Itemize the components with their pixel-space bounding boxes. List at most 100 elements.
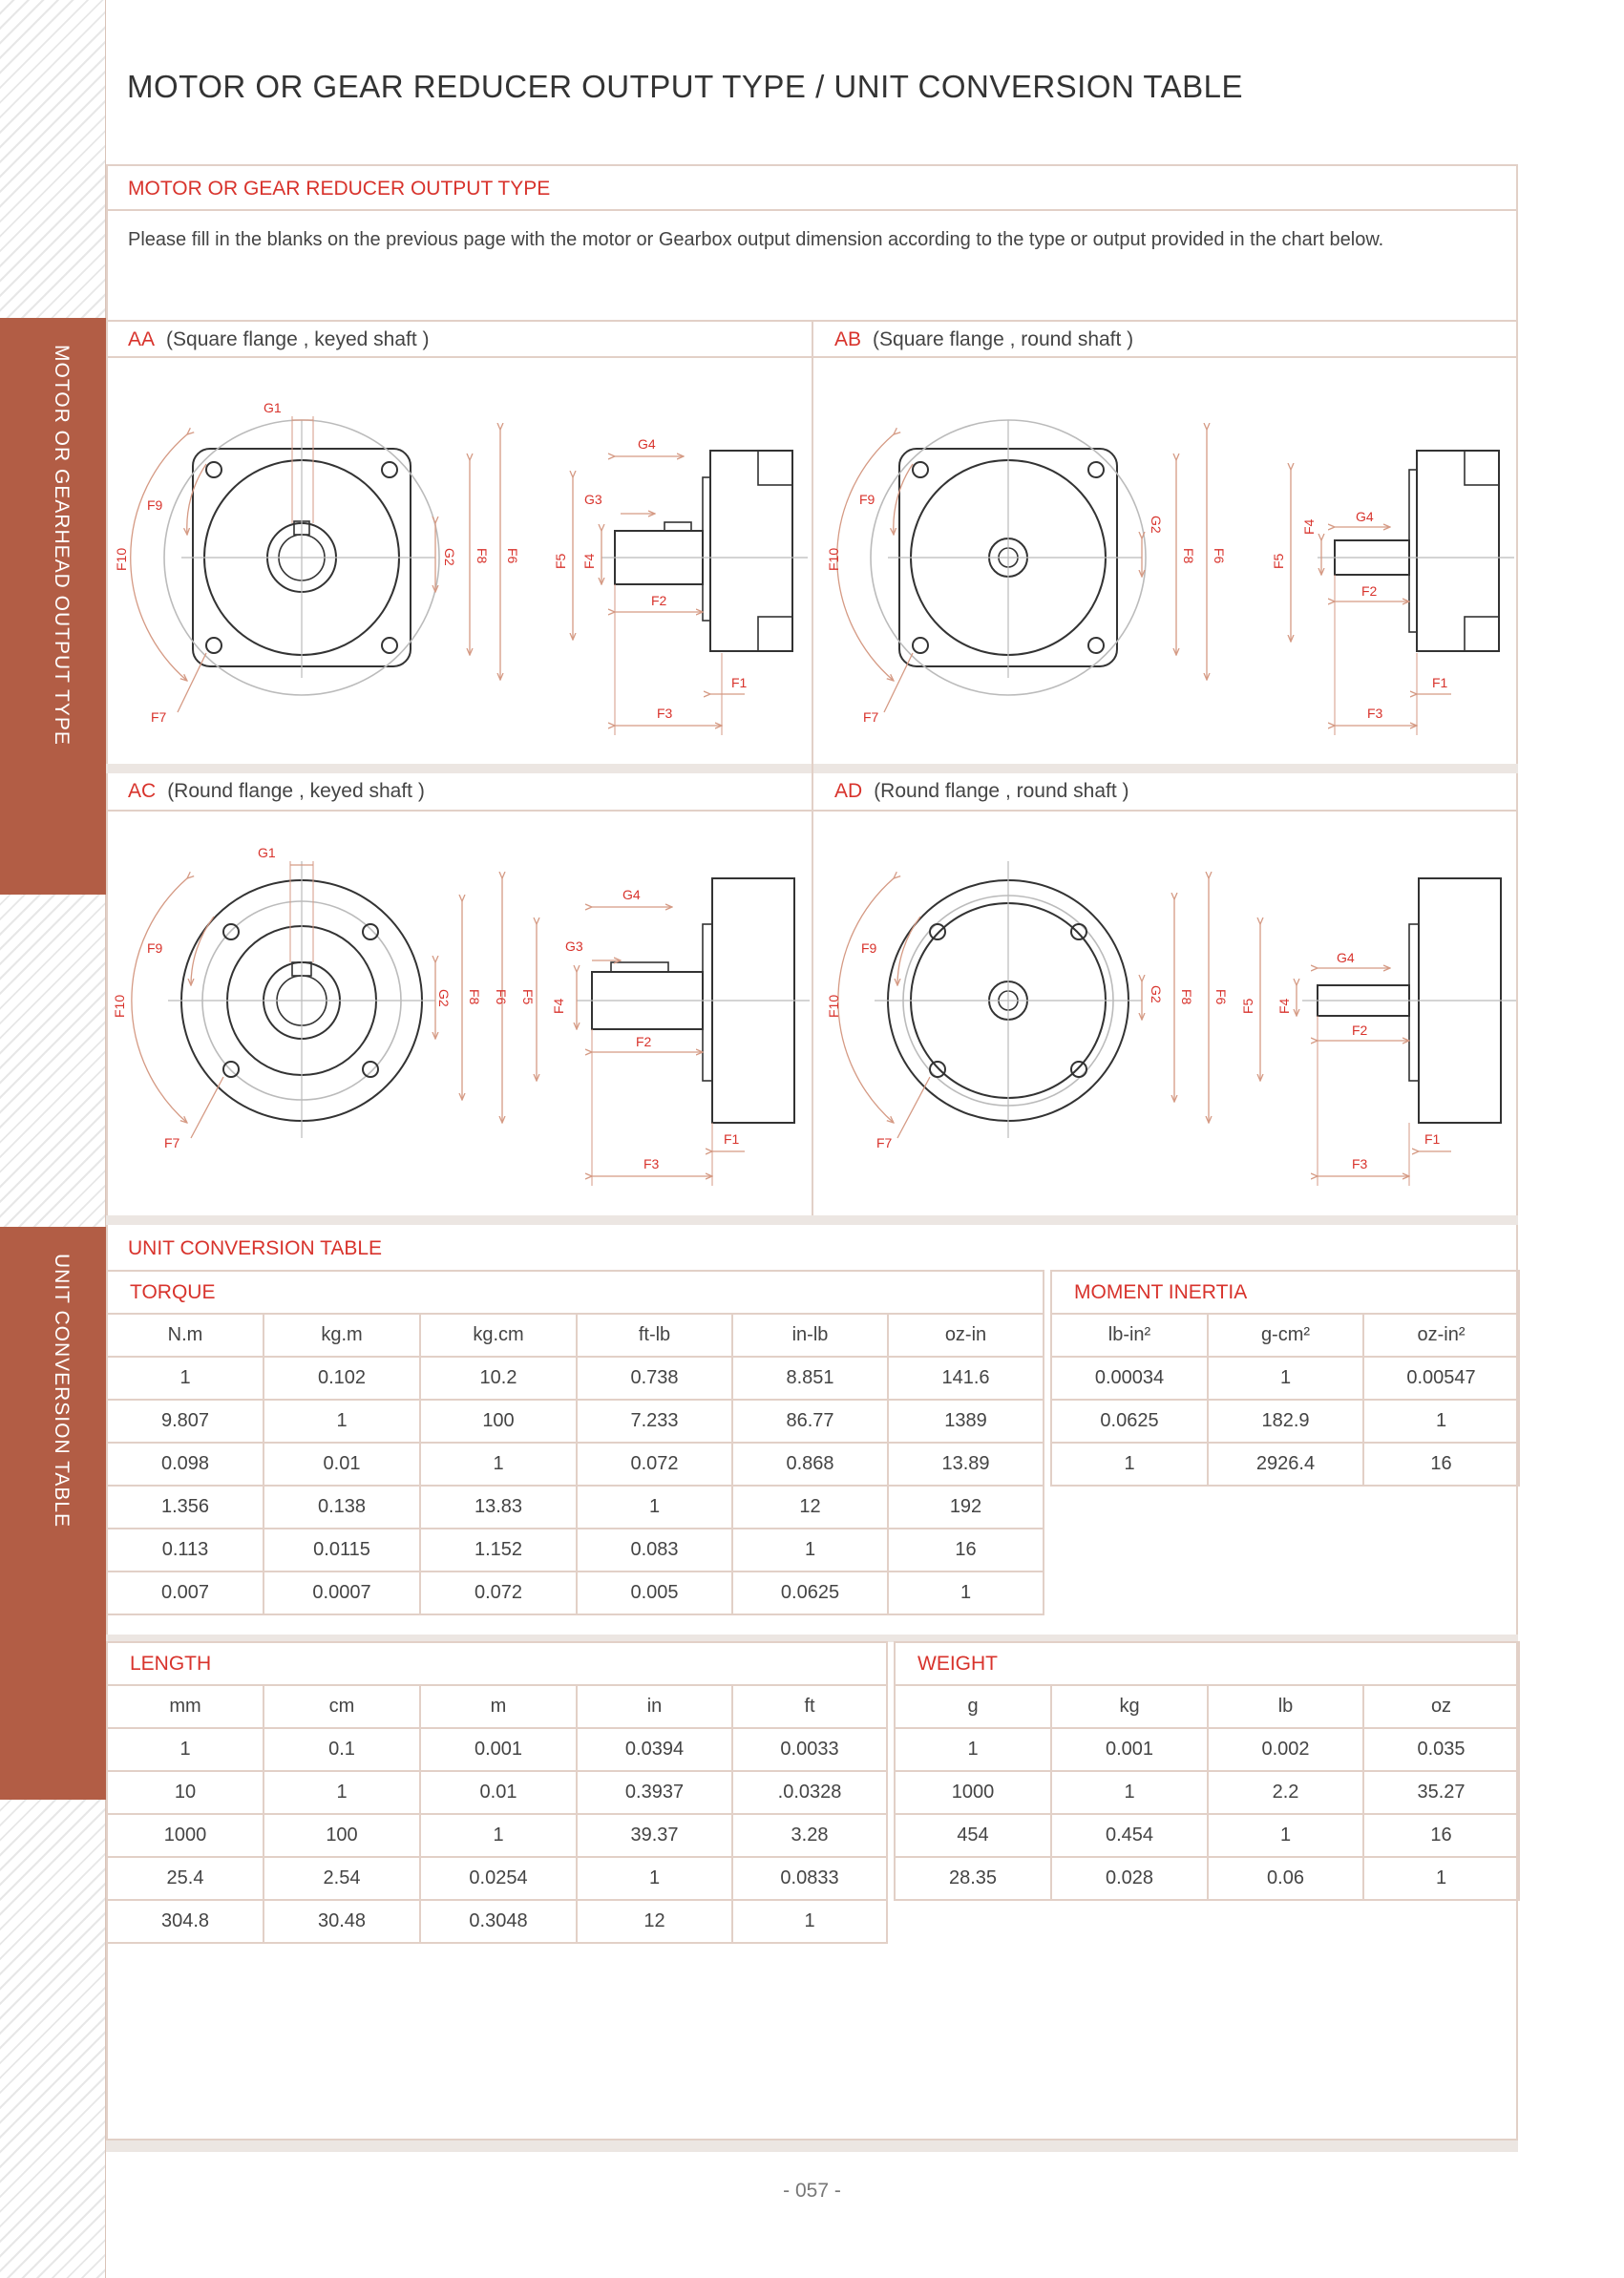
label-f7: F7 (151, 709, 167, 725)
table-row: 0.00034 1 0.00547 (1050, 1356, 1520, 1401)
table-cell: 0.001 (1050, 1727, 1209, 1772)
bolt-hole (362, 923, 379, 940)
length-header: mm (106, 1684, 264, 1729)
label-f4: F4 (1276, 998, 1292, 1014)
table-row: 0.098 0.01 1 0.072 0.868 13.89 (106, 1442, 1044, 1487)
table-cell: 2.54 (263, 1856, 421, 1901)
table-cell: 0.072 (576, 1442, 733, 1487)
type-ac-code: AC (128, 780, 157, 802)
type-ab-code: AB (834, 328, 862, 350)
type-aa-desc: (Square flange , keyed shaft ) (166, 328, 430, 350)
output-type-diagrams: G1 F9 F10 F7 G2 F8 F6 G4 G3 F5 F4 F2 F1 … (112, 400, 1516, 1186)
table-cell: 1 (419, 1813, 578, 1858)
label-f6: F6 (1213, 989, 1229, 1005)
label-f6: F6 (505, 548, 520, 564)
dim-f7-leader (896, 1076, 931, 1139)
table-cell: 3.28 (730, 1813, 889, 1858)
output-type-intro: Please fill in the blanks on the previou… (128, 229, 1384, 250)
label-f3: F3 (1352, 1156, 1368, 1171)
table-cell: 1 (263, 1770, 421, 1815)
table-cell: 0.083 (576, 1528, 733, 1572)
table-cell: 0.072 (419, 1571, 578, 1615)
label-g2: G2 (1149, 985, 1164, 1003)
label-f7: F7 (164, 1135, 180, 1150)
table-cell: 0.3937 (576, 1770, 733, 1815)
bolt-hole (222, 923, 240, 940)
table-cell: 0.738 (576, 1356, 733, 1401)
label-f1: F1 (1432, 675, 1448, 690)
type-ac-title: AC(Round flange , keyed shaft ) (128, 780, 425, 803)
side-tab-output-type-label: MOTOR OR GEARHEAD OUTPUT TYPE (51, 345, 73, 746)
diagram-ad: F9 F10 F7 G2 F8 F6 G4 F5 F4 F2 F1 F3 (826, 861, 1516, 1186)
flange-side (757, 450, 793, 486)
type-ad-title: AD(Round flange , round shaft ) (834, 780, 1129, 803)
label-f2: F2 (636, 1034, 652, 1049)
label-g1: G1 (264, 400, 282, 415)
table-row: 1 0.001 0.002 0.035 (894, 1727, 1520, 1772)
table-cell: 1 (576, 1485, 733, 1529)
weight-header: oz (1362, 1684, 1520, 1729)
table-row: 0.007 0.0007 0.072 0.005 0.0625 1 (106, 1571, 1044, 1615)
dim-f7-leader (883, 652, 914, 713)
page-number: - 057 - (783, 2180, 841, 2202)
dim-f9-arc (191, 916, 215, 985)
table-cell: 1.152 (419, 1528, 578, 1572)
label-f10: F10 (826, 548, 841, 571)
table-cell: 1 (1050, 1442, 1209, 1487)
table-cell: 1000 (894, 1770, 1052, 1815)
dim-f10-arc (131, 878, 187, 1123)
table-row: 1 0.102 10.2 0.738 8.851 141.6 (106, 1356, 1044, 1401)
table-cell: 1.356 (106, 1485, 264, 1529)
table-cell: 0.028 (1050, 1856, 1209, 1901)
diagram-aa: G1 F9 F10 F7 G2 F8 F6 G4 G3 F5 F4 F2 F1 … (114, 400, 808, 735)
side-divider (105, 0, 106, 2278)
table-row: 10 1 0.01 0.3937 .0.0328 (106, 1770, 889, 1815)
label-f1: F1 (724, 1131, 740, 1147)
table-cell: 0.005 (576, 1571, 733, 1615)
housing-side (709, 450, 793, 652)
table-cell: 0.01 (419, 1770, 578, 1815)
length-header: in (576, 1684, 733, 1729)
label-f5: F5 (553, 553, 568, 569)
torque-table: TORQUE N.m kg.m kg.cm ft-lb in-lb oz-in … (106, 1270, 1044, 1615)
weight-title: WEIGHT (894, 1641, 1520, 1686)
pilot-side (1408, 923, 1420, 1082)
bolt-hole (1070, 1061, 1087, 1078)
divider (106, 209, 1518, 211)
page-title: MOTOR OR GEAR REDUCER OUTPUT TYPE / UNIT… (127, 69, 1244, 104)
key-side (610, 961, 669, 973)
weight-table: WEIGHT g kg lb oz 1 0.001 0.002 0.035 10… (894, 1641, 1520, 1901)
label-f2: F2 (1352, 1023, 1368, 1038)
table-cell: 0.00547 (1362, 1356, 1520, 1401)
bolt-hole (205, 637, 222, 654)
table-cell: 30.48 (263, 1899, 421, 1944)
table-cell: 2926.4 (1207, 1442, 1364, 1487)
table-cell: 1000 (106, 1813, 264, 1858)
table-cell: 1 (894, 1727, 1052, 1772)
table-cell: 1 (730, 1899, 889, 1944)
bolt-hole (912, 461, 929, 478)
table-cell: 0.06 (1207, 1856, 1364, 1901)
label-f7: F7 (863, 709, 879, 725)
inertia-table: MOMENT INERTIA lb-in² g-cm² oz-in² 0.000… (1050, 1270, 1520, 1487)
bolt-hole (929, 923, 946, 940)
table-cell: 0.0254 (419, 1856, 578, 1901)
table-cell: 0.138 (263, 1485, 421, 1529)
table-cell: 0.3048 (419, 1899, 578, 1944)
pilot-side (702, 476, 711, 622)
label-f8: F8 (475, 548, 490, 564)
table-cell: 0.454 (1050, 1813, 1209, 1858)
table-cell: 0.0115 (263, 1528, 421, 1572)
table-row: 0.0625 182.9 1 (1050, 1399, 1520, 1444)
label-f7: F7 (876, 1135, 893, 1150)
table-cell: 10.2 (419, 1356, 578, 1401)
table-cell: 0.0625 (731, 1571, 889, 1615)
table-cell: 0.00034 (1050, 1356, 1209, 1401)
label-f6: F6 (1212, 548, 1227, 564)
label-f9: F9 (147, 940, 163, 956)
content-frame (106, 164, 1518, 2141)
label-f10: F10 (826, 995, 841, 1018)
table-cell: 0.035 (1362, 1727, 1520, 1772)
footer-bar (106, 2141, 1518, 2152)
bolt-hole (205, 461, 222, 478)
